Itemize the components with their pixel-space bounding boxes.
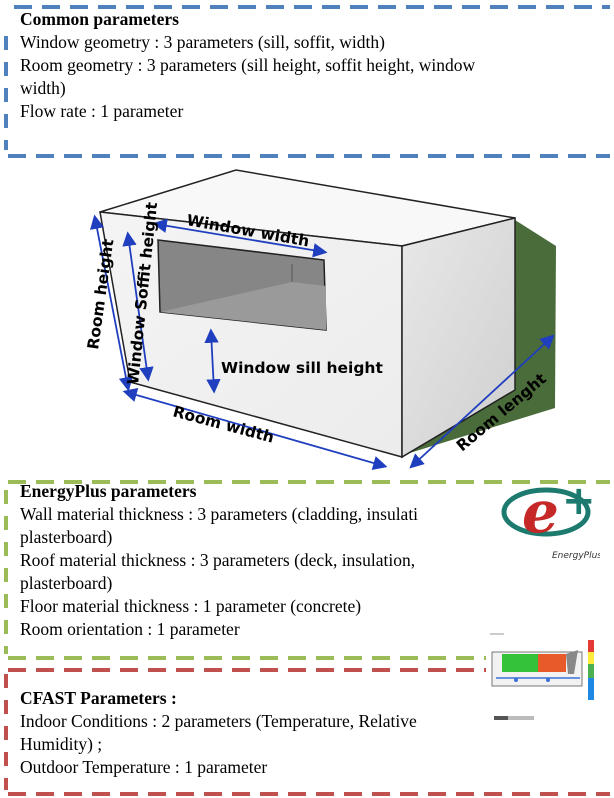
energyplus-line-floor: Floor material thickness : 1 parameter (… [20,596,362,616]
room-length-arrow [409,334,555,469]
energyplus-box-border [4,480,610,660]
window-inner-floor [160,282,326,330]
common-line-room-geometry: Room geometry : 3 parameters (sill heigh… [20,55,476,75]
energyplus-line-roof: Roof material thickness : 3 parameters (… [20,550,416,570]
svg-text:+: + [562,484,596,524]
room-width-arrow [122,388,388,470]
room-height-label: Room height [84,237,117,350]
cfast-parameters-box: CFAST Parameters : Indoor Conditions : 2… [8,667,608,797]
cfast-line-indoor: Indoor Conditions : 2 parameters (Temper… [20,711,417,731]
energyplus-parameters-box: EnergyPlus parameters Wall material thic… [8,480,608,660]
room-diagram: Room height Window Soffit height Window … [84,169,556,470]
energyplus-line-roof-cont: plasterboard) [20,573,113,593]
svg-text:e: e [522,484,559,546]
energyplus-line-orientation: Room orientation : 1 parameter [20,619,240,639]
common-line-room-geometry-cont: width) [20,78,66,98]
energyplus-line-wall-cont: plasterboard) [20,527,113,547]
window-sill-height-label: Window sill height [221,359,383,377]
common-parameters-title: Common parameters [20,9,179,29]
cfast-box-border [4,668,610,796]
window-soffit-height-arrow [122,231,154,382]
common-line-window-geometry: Window geometry : 3 parameters (sill, so… [20,32,385,52]
energyplus-title: EnergyPlus parameters [20,481,197,501]
energyplus-line-wall: Wall material thickness : 3 parameters (… [20,504,419,524]
window-width-arrow [152,218,328,258]
cfast-line-outdoor: Outdoor Temperature : 1 parameter [20,757,268,777]
window-sill-height-arrow [204,328,221,394]
common-box-border [4,5,610,158]
energyplus-logo-text: EnergyPlus [552,551,600,561]
cfast-simulation-thumbnail [486,630,604,740]
common-line-flow-rate: Flow rate : 1 parameter [20,101,184,121]
cfast-line-indoor-cont: Humidity) ; [20,734,103,754]
cfast-title: CFAST Parameters : [20,688,177,708]
energyplus-logo: e + EnergyPlus [501,484,600,561]
common-parameters-box: Common parameters Window geometry : 3 pa… [8,8,608,158]
